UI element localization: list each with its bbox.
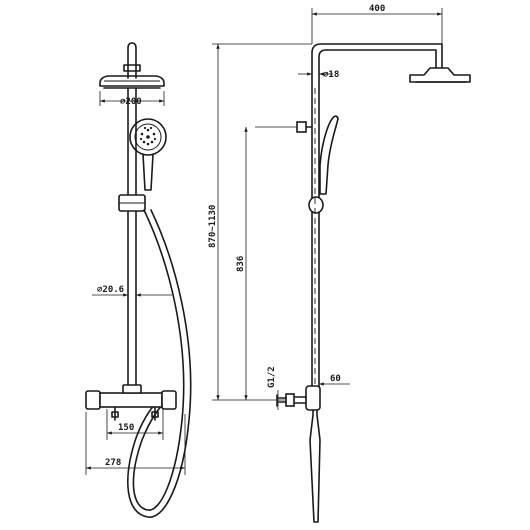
arm-length-value: 400 [369, 4, 385, 14]
front-hand-shower [129, 118, 167, 191]
inlet-offset-value: 60 [330, 374, 341, 384]
mixer-width-value: 278 [105, 458, 121, 468]
inlet-spacing-value: 150 [118, 423, 134, 433]
dimension-inlet-offset: 60 [319, 374, 350, 386]
svg-text:⌀200: ⌀200 [120, 97, 142, 107]
total-height-value: 870~1130 [208, 205, 218, 248]
inlet-thread-value: G1/2 [267, 366, 277, 388]
side-thermostatic-mixer [276, 385, 321, 523]
side-view: 400 ⌀18 [208, 4, 471, 523]
dimension-head-diameter: ⌀200 [99, 91, 165, 107]
svg-text:⌀20.6: ⌀20.6 [97, 285, 124, 295]
outlet-height-value: 836 [236, 256, 246, 272]
rail-diameter-value: 20.6 [102, 285, 124, 295]
front-thermostatic-mixer [85, 384, 177, 421]
dimension-arm-length: 400 [311, 4, 443, 44]
dimension-total-height: 870~1130 [208, 43, 312, 401]
front-riser-pipe [127, 87, 137, 391]
side-rain-shower-head [409, 67, 471, 83]
side-hand-shower [255, 115, 339, 214]
dimension-mixer-width: 278 [85, 412, 186, 475]
front-slide-bracket [118, 194, 146, 212]
svg-text:⌀18: ⌀18 [323, 70, 339, 80]
front-rain-shower-head [99, 42, 165, 89]
dimension-outlet-height: 836 [236, 127, 248, 400]
arm-diameter-symbol: ⌀ [323, 70, 329, 80]
dimension-inlet-spacing: 150 [106, 409, 164, 440]
front-shower-hose [127, 209, 192, 518]
diameter-symbol: ⌀ [120, 97, 126, 107]
front-view: ⌀200 [85, 42, 192, 518]
dimension-arm-diameter: ⌀18 [298, 70, 339, 80]
side-riser-and-arm [311, 43, 443, 391]
dimension-rail-diameter: ⌀20.6 [92, 285, 172, 297]
arm-diameter-value: 18 [328, 70, 339, 80]
rail-diameter-symbol: ⌀ [97, 285, 103, 295]
head-diameter-value: 200 [125, 97, 141, 107]
